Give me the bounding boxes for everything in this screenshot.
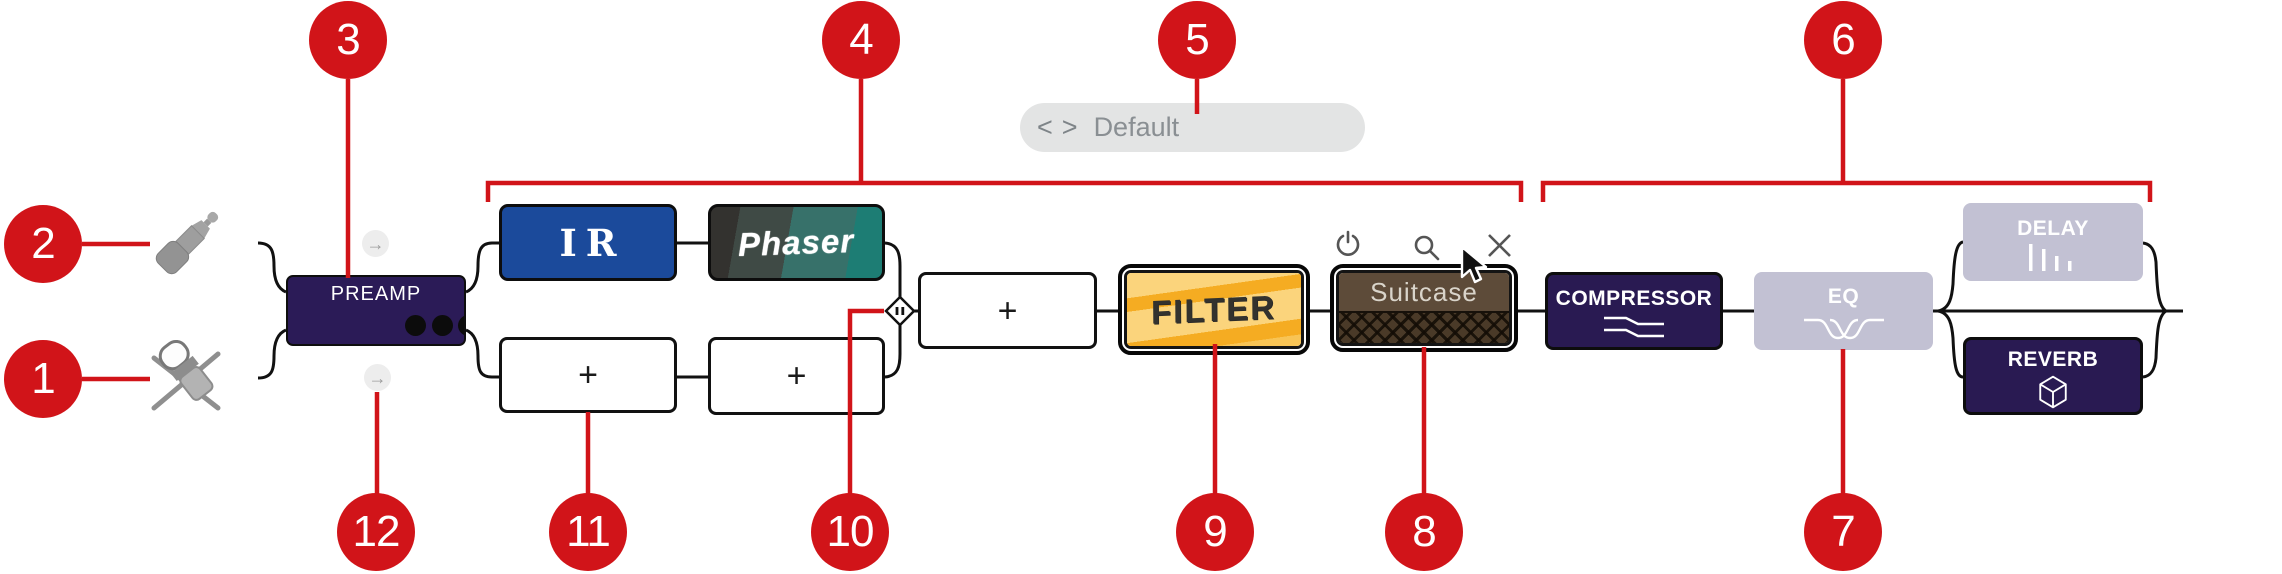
module-reverb[interactable]: REVERB <box>1963 337 2143 415</box>
mouse-cursor-icon <box>1460 245 1488 284</box>
cube-icon <box>2039 375 2067 409</box>
split-to-delay <box>1937 240 1964 313</box>
callout-number: 1 <box>31 354 56 403</box>
power-icon[interactable] <box>1335 230 1361 259</box>
module-ir[interactable]: IR <box>499 204 677 281</box>
callout-10: 10 <box>811 493 889 571</box>
preamp-split-bottom <box>465 328 499 379</box>
callout-3: 3 <box>309 1 387 79</box>
ir-label: IR <box>559 220 626 265</box>
compressor-label: COMPRESSOR <box>1555 287 1713 310</box>
arrow-right-icon: → <box>366 233 385 254</box>
callout-number: 9 <box>1203 507 1228 556</box>
module-delay-disabled[interactable]: DELAY <box>1963 203 2143 281</box>
delay-label: DELAY <box>2017 217 2089 240</box>
callout-5: 5 <box>1158 1 1236 79</box>
arrow-right-icon: → <box>368 367 387 388</box>
preset-selector[interactable]: < > Default <box>1020 103 1365 152</box>
split-to-reverb <box>1937 309 1964 379</box>
close-icon[interactable] <box>1486 232 1513 259</box>
preamp-label: PREAMP <box>330 282 422 305</box>
reverb-label: REVERB <box>2007 348 2099 371</box>
filter-label: FILTER <box>1151 287 1277 331</box>
callout-number: 10 <box>826 507 875 556</box>
suitcase-label: Suitcase <box>1370 276 1478 307</box>
callout-2: 2 <box>4 205 82 283</box>
preset-next-button[interactable]: > <box>1061 112 1078 142</box>
callout-9: 9 <box>1176 493 1254 571</box>
callout-number: 8 <box>1412 507 1437 556</box>
empty-slot-button[interactable]: + <box>918 272 1097 349</box>
insert-arrow-up-button[interactable]: → <box>362 230 389 257</box>
module-compressor[interactable]: COMPRESSOR <box>1545 272 1723 350</box>
preset-name: Default <box>1093 112 1180 142</box>
insert-arrow-down-button[interactable]: → <box>364 364 391 391</box>
merge-from-reverb <box>2142 309 2167 379</box>
knob-icon <box>458 315 464 336</box>
callout-4: 4 <box>822 1 900 79</box>
preset-prev-button[interactable]: < <box>1037 112 1053 142</box>
eq-band-curves-icon <box>1803 318 1884 340</box>
module-phaser[interactable]: Phaser <box>708 204 885 281</box>
eq-label: EQ <box>1827 285 1860 308</box>
magnifier-icon[interactable] <box>1413 234 1441 262</box>
callout-number: 3 <box>336 15 361 64</box>
speaker-grill <box>1339 311 1509 343</box>
knob-icon <box>405 315 426 336</box>
module-suitcase[interactable]: Suitcase <box>1330 264 1518 352</box>
input-line-brace <box>257 241 287 294</box>
empty-slot-button[interactable]: + <box>708 337 885 415</box>
delay-taps-icon <box>2029 244 2072 271</box>
knob-icon <box>432 315 453 336</box>
input-mic-brace <box>257 328 287 380</box>
plus-icon: + <box>578 356 598 394</box>
merge-from-delay <box>2142 241 2167 313</box>
merge-top <box>884 241 902 298</box>
callout-number: 4 <box>849 15 874 64</box>
jack-plug-icon <box>155 211 219 275</box>
callout-number: 2 <box>31 219 56 268</box>
callout-8: 8 <box>1385 493 1463 571</box>
callout-number: 7 <box>1831 507 1856 556</box>
merge-bottom <box>884 324 902 379</box>
module-preamp[interactable]: PREAMP <box>286 275 466 346</box>
callout-6: 6 <box>1804 1 1882 79</box>
plus-icon: + <box>997 291 1018 330</box>
module-eq-disabled[interactable]: EQ <box>1754 272 1933 350</box>
callout-7: 7 <box>1804 493 1882 571</box>
microphone-icon <box>151 339 221 411</box>
compressor-curve-icon <box>1604 316 1664 338</box>
preamp-split-top <box>465 241 499 294</box>
module-filter[interactable]: FILTER <box>1118 264 1310 355</box>
callout-number: 11 <box>566 507 611 556</box>
mix-node-icon[interactable] <box>884 295 916 327</box>
callout-number: 6 <box>1831 15 1856 64</box>
callout-11: 11 <box>549 493 627 571</box>
phaser-label: Phaser <box>737 221 856 263</box>
callout-number: 12 <box>352 507 401 556</box>
callout-12: 12 <box>337 493 415 571</box>
callout-1: 1 <box>4 340 82 418</box>
callout-number: 5 <box>1185 15 1210 64</box>
plus-icon: + <box>786 357 807 395</box>
empty-slot-button[interactable]: + <box>499 337 677 413</box>
